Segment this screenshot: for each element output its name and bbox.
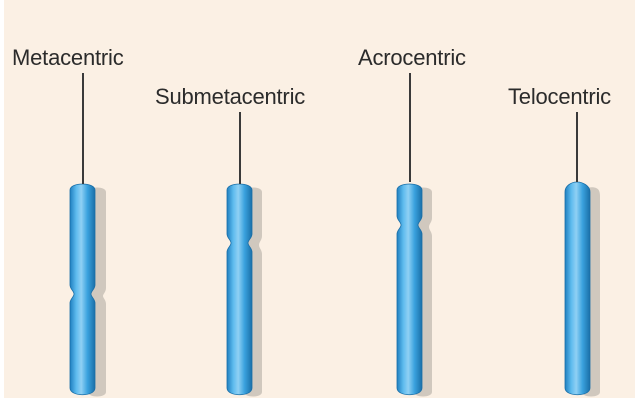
metacentric-label: Metacentric — [12, 47, 124, 69]
submetacentric-label: Submetacentric — [155, 86, 305, 108]
telocentric-chromosome — [565, 182, 600, 397]
acrocentric-label: Acrocentric — [358, 47, 466, 69]
metacentric-chromosome — [70, 184, 106, 397]
telocentric-label: Telocentric — [508, 86, 611, 108]
submetacentric-chromosome — [227, 184, 262, 397]
metacentric-leader-line — [82, 73, 84, 184]
acrocentric-leader-line — [409, 73, 411, 182]
acrocentric-chromosome — [397, 184, 432, 397]
telocentric-leader-line — [576, 112, 578, 182]
submetacentric-leader-line — [239, 112, 241, 184]
